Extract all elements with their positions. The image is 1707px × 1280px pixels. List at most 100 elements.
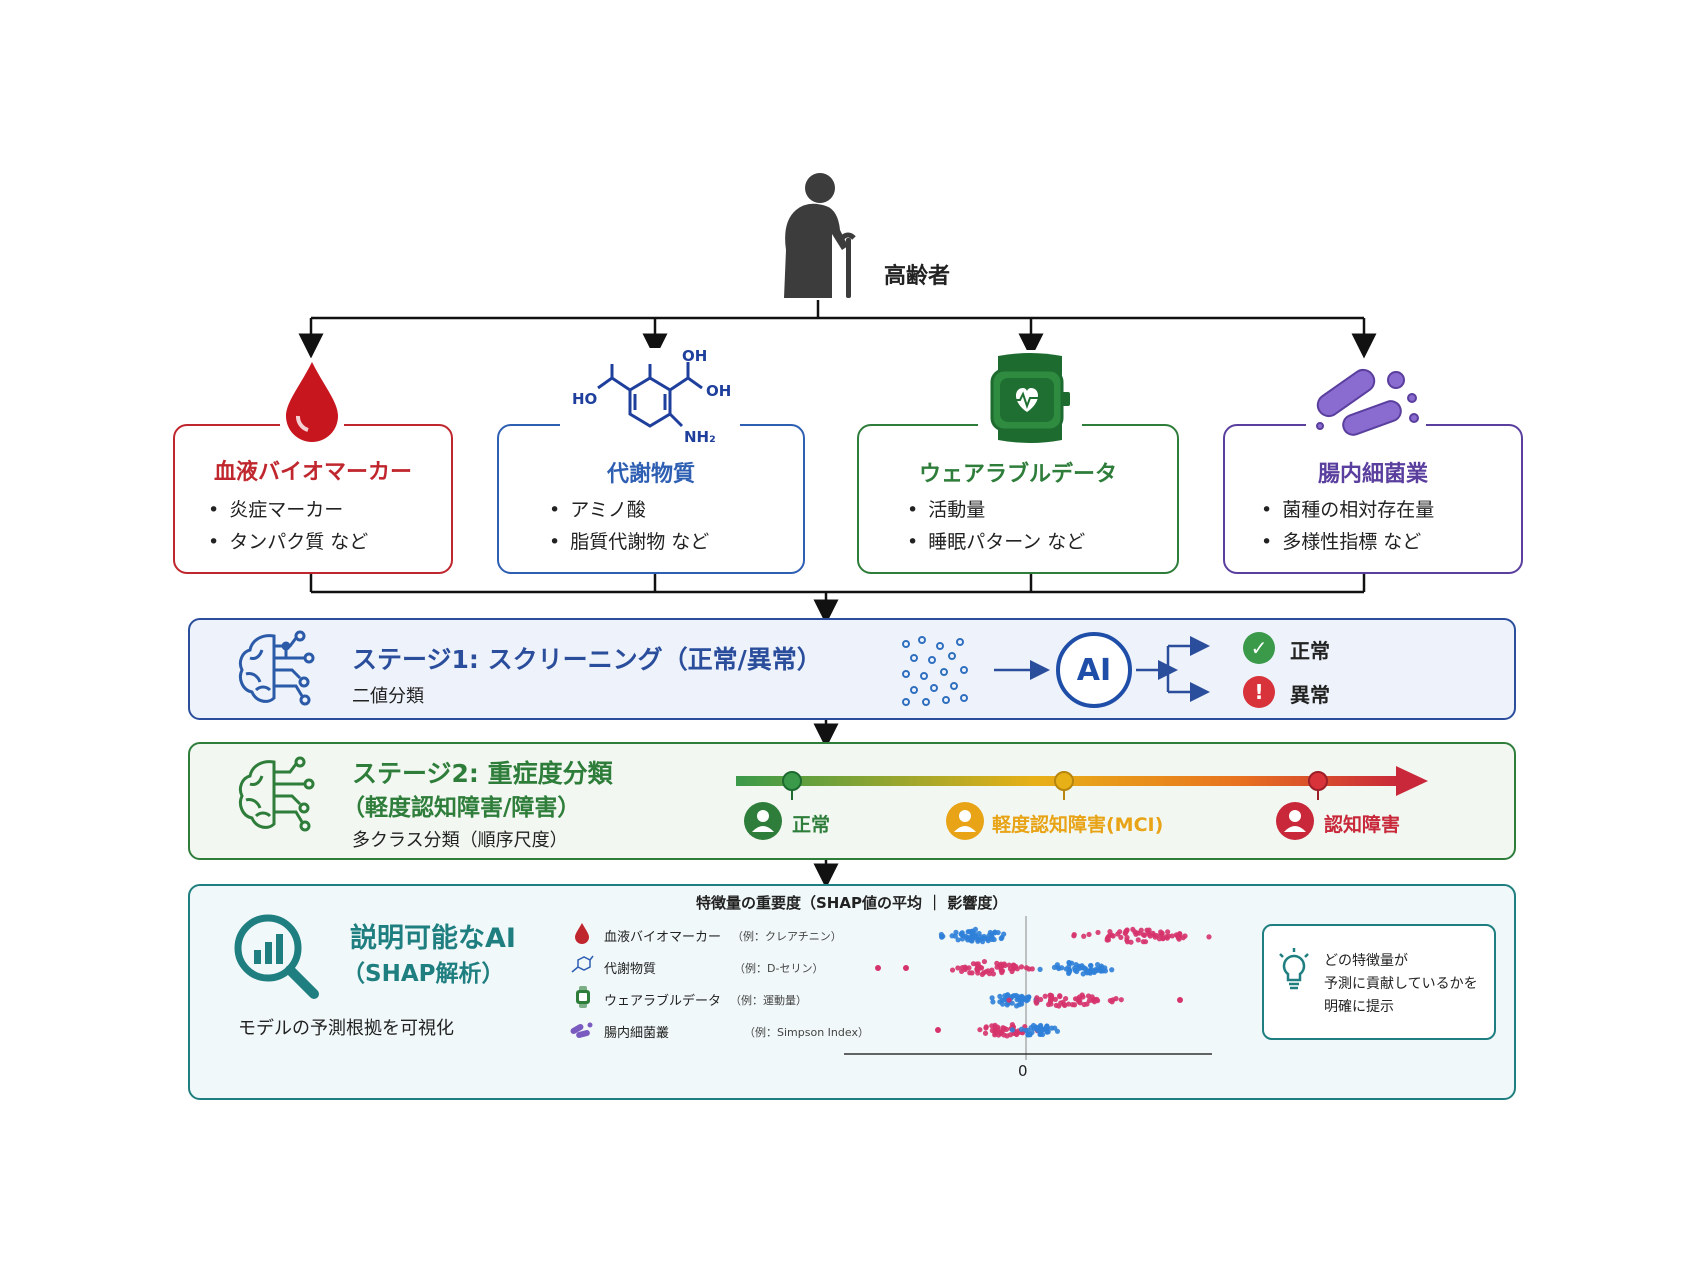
shap-point	[983, 1025, 989, 1031]
shap-point	[1084, 1001, 1090, 1007]
shap-point	[1118, 934, 1124, 940]
shap-point	[1063, 995, 1069, 1002]
shap-point	[987, 929, 993, 936]
shap-point	[1015, 993, 1021, 1000]
shap-point	[1182, 933, 1188, 939]
shap-point	[997, 999, 1003, 1005]
shap-point	[1158, 929, 1164, 935]
shap-point	[1054, 1028, 1061, 1034]
shap-point	[985, 938, 991, 944]
shap-point	[1156, 936, 1162, 942]
shap-point	[989, 967, 995, 973]
blood-drop-icon	[280, 358, 344, 442]
shap-point	[1107, 997, 1113, 1004]
shap-point	[1042, 993, 1048, 999]
shap-point	[1080, 971, 1086, 977]
source-item: タンパク質 など	[208, 526, 368, 558]
shap-point	[1029, 966, 1035, 972]
source-title-blood: 血液バイオマーカー	[213, 460, 412, 485]
shap-point	[1076, 998, 1082, 1005]
shap-point	[1037, 1023, 1044, 1030]
lightbulb-icon	[1276, 946, 1312, 996]
shap-point	[1086, 931, 1092, 938]
shap-point	[875, 965, 881, 971]
shap-point	[966, 965, 972, 971]
shap-point	[953, 929, 959, 935]
shap-row-label: 腸内細菌叢	[604, 1026, 670, 1041]
shap-row-icon-wearable	[574, 986, 592, 1008]
shap-point	[974, 966, 980, 972]
alert-circle-icon: !	[1243, 676, 1275, 708]
shap-row-example: （例：運動量）	[730, 994, 807, 1007]
shap-point	[1206, 934, 1212, 940]
shap-row-example: （例：クレアチニン）	[732, 930, 842, 943]
shap-point	[1006, 997, 1012, 1003]
shap-point	[1072, 965, 1078, 971]
shap-point	[1052, 996, 1059, 1002]
shap-point	[1045, 1029, 1051, 1035]
shap-point	[1013, 1003, 1020, 1009]
source-item: アミノ酸	[549, 494, 709, 526]
shap-point	[1079, 963, 1085, 969]
source-box-gut: 腸内細菌業 菌種の相対存在量 多様性指標 など	[1223, 424, 1523, 574]
shap-point	[1082, 966, 1089, 972]
shap-point	[972, 933, 978, 939]
person-impaired-icon	[1276, 802, 1314, 840]
level-normal-label: 正常	[792, 814, 831, 836]
shap-point	[1066, 959, 1072, 966]
shap-row-example: （例：Simpson Index）	[744, 1026, 869, 1039]
shap-point	[1081, 933, 1087, 939]
shap-point	[1113, 996, 1119, 1002]
shap-point	[1118, 997, 1124, 1003]
shap-point	[989, 1023, 995, 1029]
shap-row-label: 代謝物質	[604, 962, 657, 977]
molecule-label: HO	[572, 390, 597, 408]
shap-point	[1122, 930, 1128, 936]
shap-point	[1109, 967, 1115, 973]
insight-note	[1262, 924, 1496, 1040]
shap-point	[1094, 961, 1101, 968]
elderly-person-icon	[768, 170, 868, 300]
level-impaired-label: 認知障害	[1324, 814, 1401, 836]
shap-row-label: ウェアラブルデータ	[604, 994, 722, 1009]
shap-point	[1023, 1027, 1029, 1033]
brain-circuit-icon	[234, 756, 322, 834]
shap-point	[1169, 933, 1175, 939]
molecule-label: OH	[682, 348, 707, 365]
shap-point	[1124, 937, 1130, 943]
shap-point	[1110, 933, 1116, 939]
shap-point	[985, 968, 991, 974]
shap-row-label: 血液バイオマーカー	[604, 930, 722, 945]
brain-circuit-icon	[234, 630, 322, 708]
shap-point	[955, 937, 961, 943]
ai-badge-label: AI	[1076, 652, 1112, 688]
shap-point	[1138, 927, 1144, 933]
shap-point	[1009, 993, 1015, 1000]
shap-point	[1085, 993, 1092, 999]
shap-point	[1025, 1032, 1031, 1038]
shap-point	[1029, 1029, 1035, 1036]
shap-point	[1165, 929, 1171, 935]
shap-point	[1055, 964, 1061, 971]
stage2-panel	[188, 742, 1516, 860]
shap-point	[1001, 931, 1007, 937]
shap-point	[981, 970, 987, 976]
shap-zero-label: 0	[1018, 1062, 1028, 1080]
shap-point	[965, 929, 971, 935]
shap-point	[1090, 997, 1096, 1004]
shap-point	[982, 1030, 989, 1036]
shap-point	[935, 1027, 941, 1033]
shap-point	[1128, 939, 1134, 945]
stage3-title-sub: （SHAP解析）	[342, 961, 505, 987]
shap-point	[955, 965, 961, 971]
stage2-subtitle: 多クラス分類（順序尺度）	[352, 830, 568, 851]
source-box-wearable: ウェアラブルデータ 活動量 睡眠パターン など	[857, 424, 1179, 574]
shap-point	[1086, 969, 1092, 976]
shap-point	[1004, 1033, 1010, 1039]
shap-point	[978, 965, 985, 971]
shap-point	[1037, 966, 1043, 972]
shap-point	[1038, 996, 1044, 1003]
shap-row-icon-metabolite	[570, 954, 594, 976]
shap-point	[1047, 992, 1053, 998]
shap-point	[1132, 929, 1138, 935]
